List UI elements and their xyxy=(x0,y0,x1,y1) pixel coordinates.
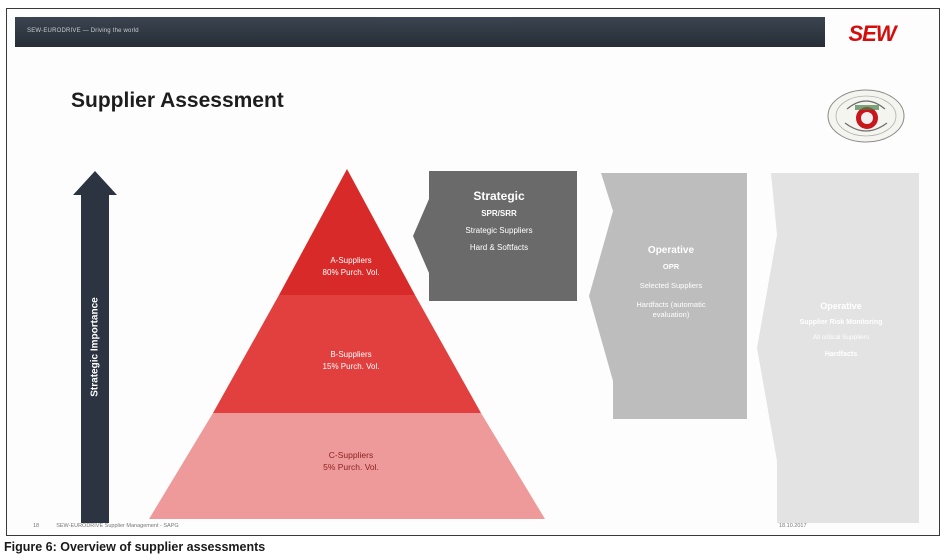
pyramid-label-a-volume: 80% Purch. Vol. xyxy=(322,268,380,277)
pyramid-label-c-name: C-Suppliers xyxy=(328,450,374,460)
operative-title: Operative xyxy=(647,245,695,256)
pyramid-label-b-volume: 15% Purch. Vol. xyxy=(322,362,380,371)
operative-assessment-box xyxy=(589,173,747,419)
strategic-subtitle: SPR/SRR xyxy=(481,209,517,218)
pyramid-label-b-name: B-Suppliers xyxy=(330,350,372,359)
strategic-line1: Strategic Suppliers xyxy=(465,226,533,235)
strategic-assessment-box xyxy=(413,171,577,301)
operative-line1: Selected Suppliers xyxy=(639,281,703,290)
risk-monitoring-subtitle: Supplier Risk Monitoring xyxy=(799,319,883,326)
operative-text: Operative OPR Selected Suppliers Hardfac… xyxy=(625,245,717,320)
risk-monitoring-title: Operative xyxy=(820,301,862,311)
pyramid-label-c: C-Suppliers 5% Purch. Vol. xyxy=(323,449,379,473)
seal-logo xyxy=(827,89,905,143)
strategic-line2: Hard & Softfacts xyxy=(469,243,529,252)
pyramid-level-a xyxy=(279,169,415,295)
operative-subtitle: OPR xyxy=(662,262,680,271)
strategic-importance-arrow xyxy=(73,171,117,523)
axis-label: Strategic Importance xyxy=(89,297,101,397)
pyramid-label-a-name: A-Suppliers xyxy=(330,256,372,265)
footer-left: 18 SEW-EURODRIVE Supplier Management - S… xyxy=(33,523,179,529)
footer-date: 18.10.2017 xyxy=(779,523,807,529)
risk-monitoring-line1: All critical Suppliers xyxy=(812,334,870,341)
strategic-title: Strategic xyxy=(473,189,525,203)
sew-logo: SEW xyxy=(848,21,896,46)
pyramid-label-c-volume: 5% Purch. Vol. xyxy=(323,462,379,472)
strategic-text: Strategic SPR/SRR Strategic Suppliers Ha… xyxy=(465,189,532,252)
slide: SEW-EURODRIVE — Driving the world SEW Su… xyxy=(6,8,940,536)
pyramid-level-c xyxy=(149,413,545,519)
risk-monitoring-line2: Hardfacts xyxy=(824,351,858,358)
header-bar: SEW-EURODRIVE — Driving the world xyxy=(15,17,825,47)
page-title: Supplier Assessment xyxy=(71,89,284,112)
footer-page-number: 18 xyxy=(33,523,40,529)
pyramid-label-a: A-Suppliers 80% Purch. Vol. xyxy=(323,255,380,279)
figure-caption: Figure 6: Overview of supplier assessmen… xyxy=(4,540,266,554)
header-bar-text: SEW-EURODRIVE — Driving the world xyxy=(27,28,139,34)
footer-left-text: SEW-EURODRIVE Supplier Management - SAPG xyxy=(56,523,179,529)
pyramid-label-b: B-Suppliers 15% Purch. Vol. xyxy=(323,349,380,373)
operative-line2: Hardfacts (automatic evaluation) xyxy=(636,300,706,319)
supplier-pyramid xyxy=(149,169,545,519)
pyramid-level-b xyxy=(213,295,481,413)
risk-monitoring-text: Operative Supplier Risk Monitoring All c… xyxy=(800,301,883,358)
risk-monitoring-box xyxy=(757,173,919,523)
